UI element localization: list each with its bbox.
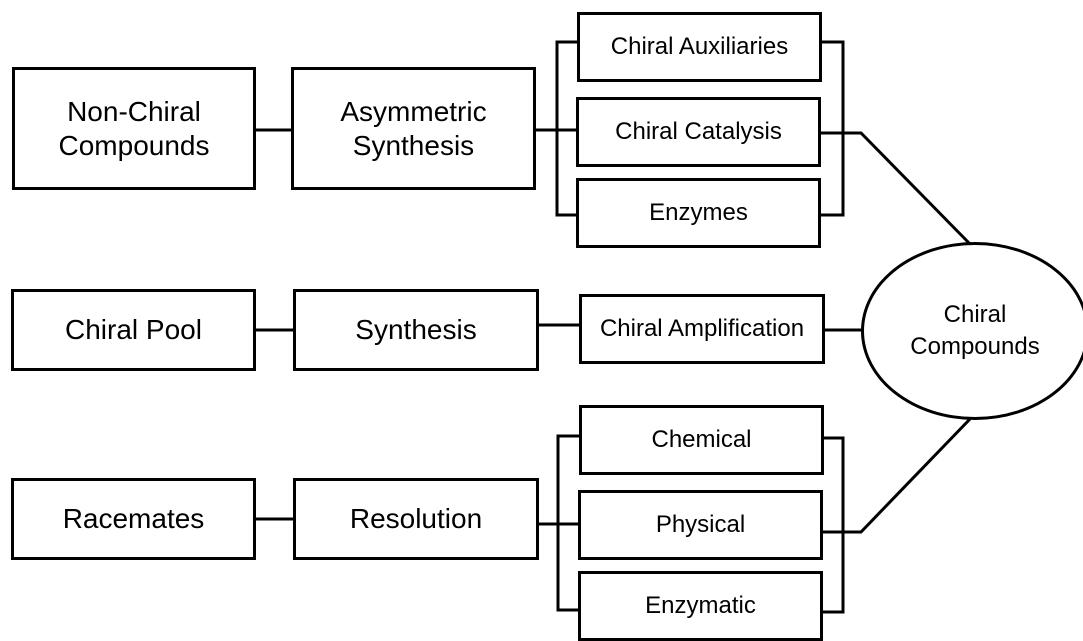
node-enzymatic: Enzymatic [578,571,823,641]
node-label: Chemical [651,425,752,453]
node-label: Chiral Catalysis [615,117,782,145]
node-label: Enzymes [649,198,748,226]
node-label: Physical [655,510,746,538]
node-label: Non-Chiral Compounds [58,95,210,161]
node-chiral-auxiliaries: Chiral Auxiliaries [577,12,822,82]
node-label: Asymmetric Synthesis [340,95,487,161]
node-label: Chiral Auxiliaries [610,32,789,60]
node-chiral-catalysis: Chiral Catalysis [576,97,821,167]
node-chiral-compounds: Chiral Compounds [861,242,1083,420]
node-chiral-amplification: Chiral Amplification [579,294,825,364]
node-synthesis: Synthesis [293,289,539,371]
node-enzymes: Enzymes [576,178,821,248]
node-physical: Physical [578,490,823,560]
node-label: Enzymatic [645,591,756,619]
node-chiral-pool: Chiral Pool [11,289,256,371]
node-label: Resolution [349,503,483,535]
edge-row3-target [843,417,972,534]
node-label: Racemates [62,503,205,535]
edge-row1-target [843,131,972,246]
node-label: Chiral Compounds [910,300,1040,360]
node-resolution: Resolution [293,478,539,560]
node-label: Chiral Amplification [599,314,805,342]
node-label: Synthesis [355,314,477,346]
node-racemates: Racemates [11,478,256,560]
bracket-asymmetric-right [821,40,845,217]
node-label: Chiral Pool [65,314,202,346]
node-non-chiral-compounds: Non-Chiral Compounds [12,67,256,190]
node-chemical: Chemical [579,405,824,475]
bracket-resolution-right [823,436,845,614]
node-asymmetric-synthesis: Asymmetric Synthesis [291,67,536,190]
